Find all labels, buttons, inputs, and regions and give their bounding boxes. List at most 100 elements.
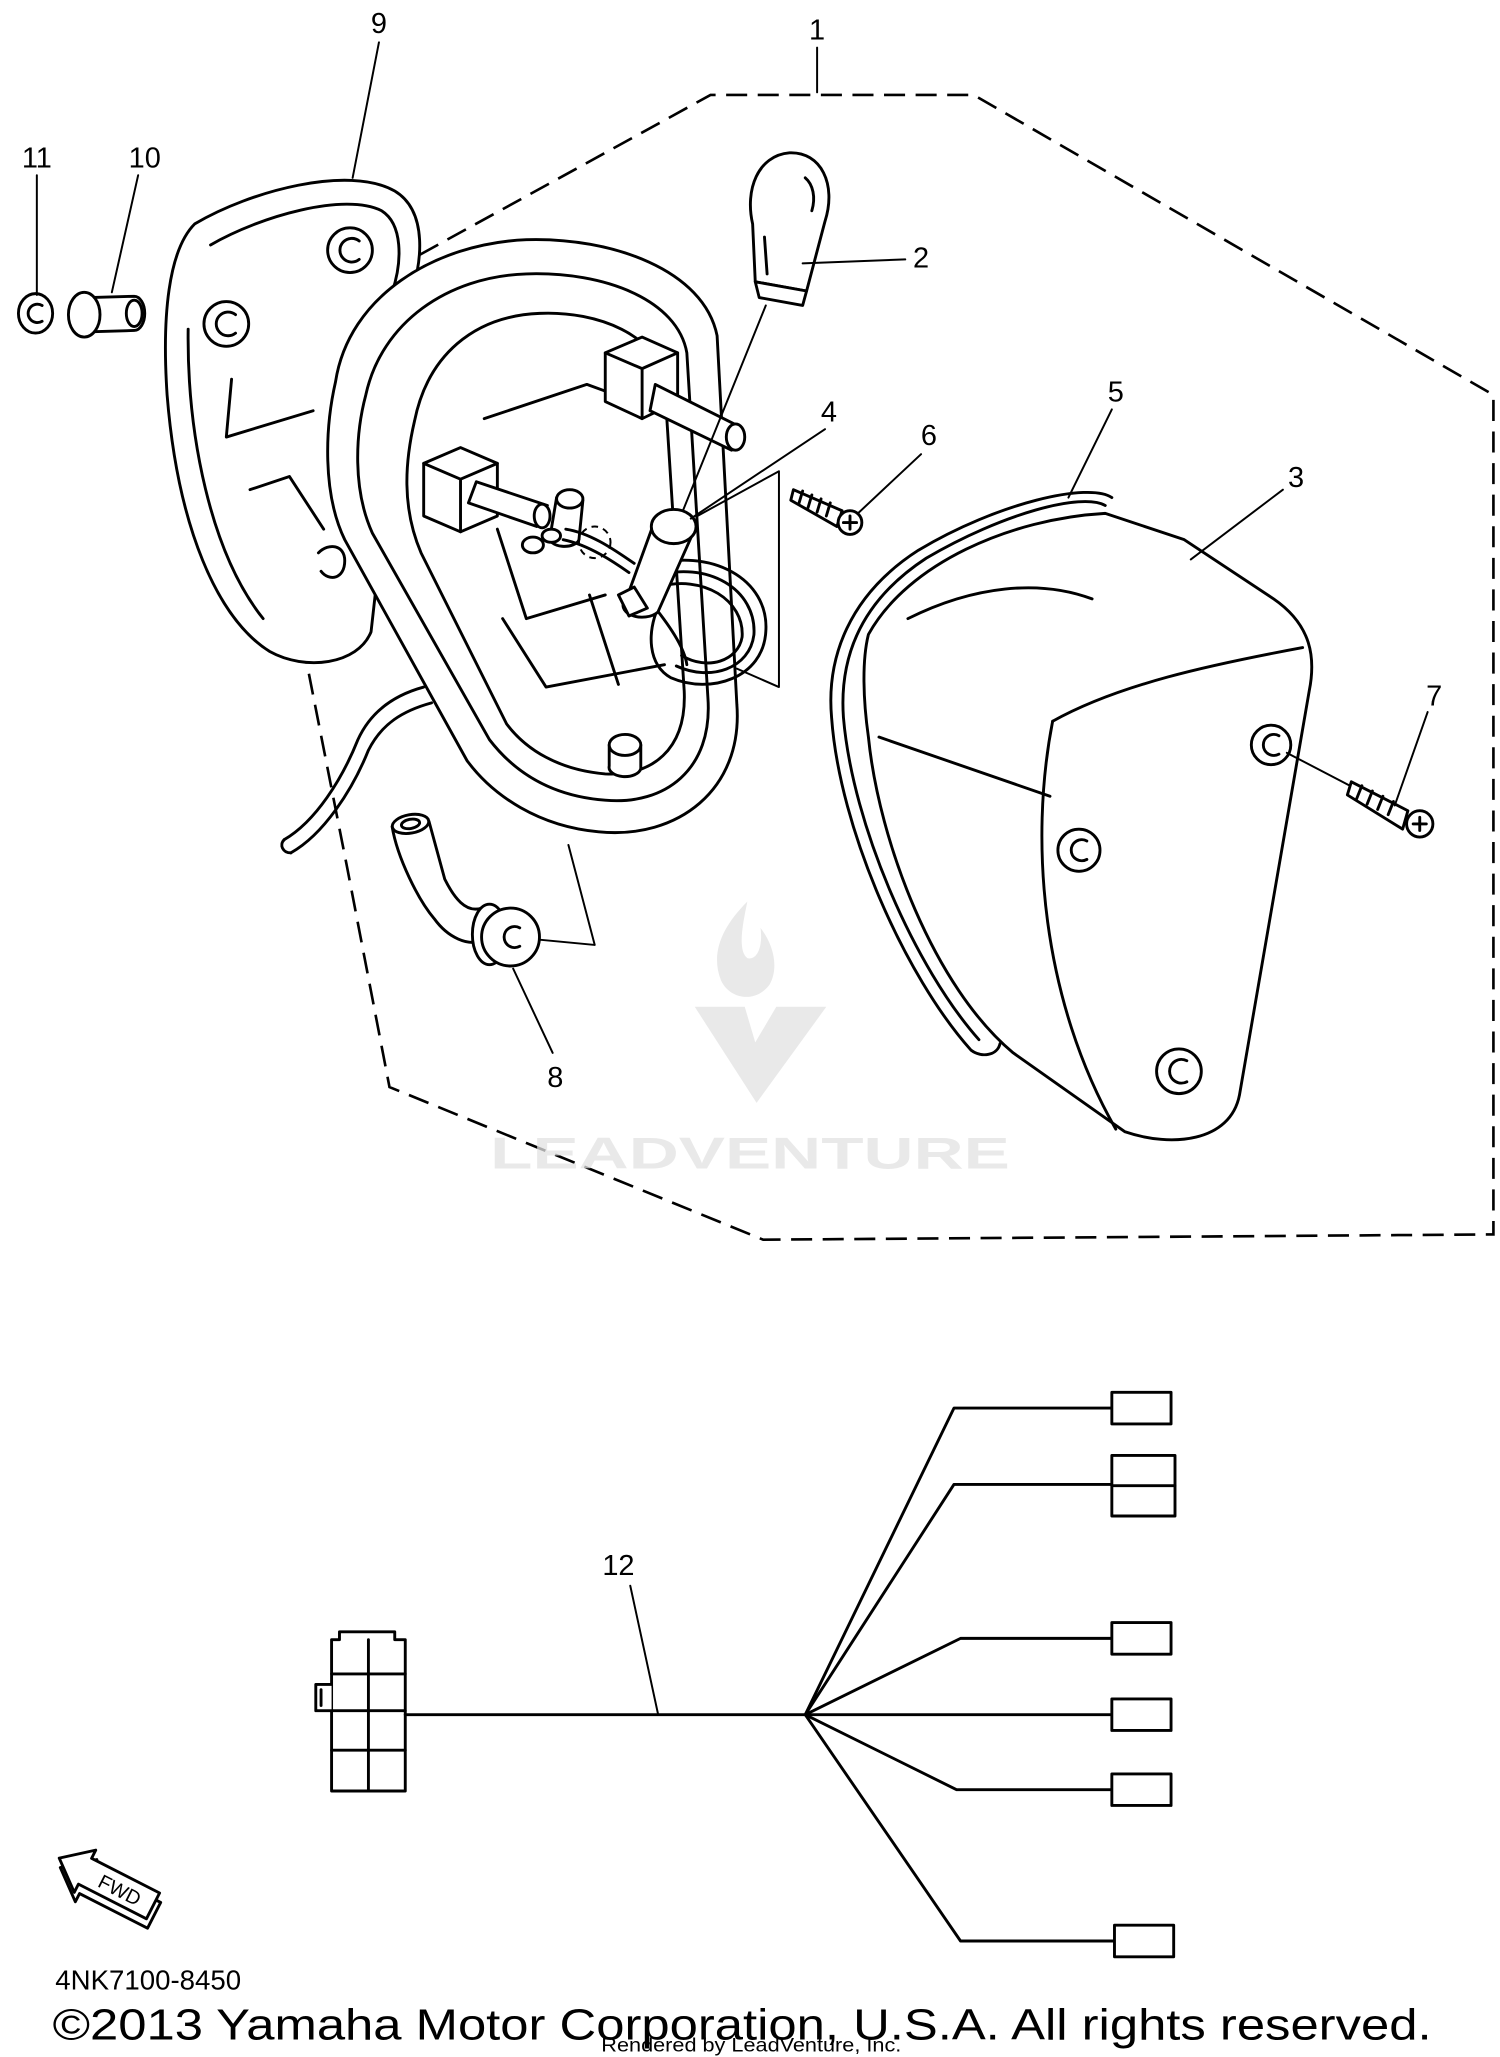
callout-7: 7 <box>1426 680 1442 712</box>
wire-tip <box>520 535 545 555</box>
callout-5: 5 <box>1108 377 1124 409</box>
wire-tip <box>540 527 562 544</box>
leader-line-4 <box>689 428 826 520</box>
housing-floor <box>405 311 686 776</box>
forward-arrow-body <box>57 1848 162 1921</box>
tube-end <box>390 812 431 835</box>
leader-line-8 <box>512 967 554 1054</box>
part-10-collar <box>66 290 147 339</box>
harness-branch <box>803 1636 1114 1717</box>
lens-screw-hole-inner <box>1069 838 1089 863</box>
part-6-screw <box>789 488 864 536</box>
part-5-gasket <box>829 490 1114 1057</box>
part-11-nut <box>16 292 55 335</box>
part-8-grommet-tube <box>390 812 596 968</box>
bulb-base <box>753 280 809 307</box>
housing-boss-bottom-top <box>607 732 643 757</box>
housing-bracket-left-edge <box>422 461 499 534</box>
screw-cross <box>1411 815 1428 832</box>
callout-2: 2 <box>913 242 929 274</box>
screw-shaft <box>789 488 844 528</box>
leader-line-5 <box>1067 408 1113 499</box>
grommet-connector-line <box>538 843 596 946</box>
housing-stud-left-end <box>532 502 552 530</box>
lens-screw-hole-inner <box>1261 732 1281 757</box>
part-12-wire-harness <box>314 1390 1177 1959</box>
socket-wire <box>656 582 744 665</box>
socket-wire <box>651 570 756 675</box>
base-plate-boss <box>326 226 374 275</box>
lens-screw-hole <box>1056 827 1102 873</box>
housing-frame <box>495 527 607 621</box>
harness-connector-latch <box>314 1682 334 1713</box>
grommet-head <box>480 906 541 968</box>
base-plate-cutout <box>224 377 315 439</box>
tube-body <box>390 819 486 944</box>
housing-frame <box>501 617 666 689</box>
housing-frame <box>588 593 620 686</box>
housing-stud-right-end <box>724 422 747 452</box>
lens-screw-hole <box>1155 1047 1203 1096</box>
gasket-outer <box>829 490 1114 1057</box>
lamp-cable <box>280 685 434 855</box>
screw-cross <box>841 514 859 531</box>
lens-top-line <box>906 586 1094 621</box>
harness-terminal <box>1110 1621 1173 1656</box>
gasket-inner <box>841 500 1107 1042</box>
harness-branch <box>803 1406 1114 1717</box>
part-2-bulb <box>681 151 831 512</box>
callout-10: 10 <box>129 142 161 174</box>
leader-line-12 <box>629 1584 659 1715</box>
harness-terminal <box>1110 1697 1173 1732</box>
diagram-part-number: 4NK7100-8450 <box>55 1965 241 1996</box>
leader-line-10 <box>110 174 140 294</box>
harness-branch <box>803 1482 1114 1717</box>
nut-hole <box>26 302 44 325</box>
lens-screw-hole-inner <box>1168 1057 1189 1085</box>
part-3-lens <box>862 511 1351 1142</box>
rendered-by-credit: Rendered by LeadVenture, Inc. <box>601 2035 901 2057</box>
base-plate-rim <box>209 202 401 294</box>
callout-11: 11 <box>22 142 52 174</box>
housing-hole <box>577 525 612 560</box>
screw-thread <box>1355 784 1395 817</box>
leader-line-2 <box>801 258 907 265</box>
callout-1: 1 <box>809 15 825 47</box>
watermark-text: LEADVENTURE <box>490 1130 1010 1179</box>
screw-shaft <box>1345 780 1410 831</box>
harness-terminal <box>1113 1923 1176 1959</box>
collar-head <box>66 290 102 339</box>
grommet-hole <box>502 925 522 950</box>
lens-side-line <box>877 735 1052 798</box>
callout-12: 12 <box>602 1550 634 1582</box>
base-plate-rim <box>186 327 265 621</box>
lens-face-edge <box>1051 646 1305 723</box>
base-plate-boss-hole <box>338 236 361 264</box>
harness-main-connector-grid <box>330 1638 407 1793</box>
callout-6: 6 <box>921 420 937 452</box>
leader-lines <box>35 41 1429 1715</box>
socket-tab <box>616 585 649 618</box>
callout-3: 3 <box>1288 462 1304 494</box>
screw-thread <box>797 489 832 518</box>
watermark: LEADVENTURE <box>490 901 1010 1179</box>
harness-branch <box>803 1713 1114 1792</box>
housing-bracket-right-edge <box>603 351 680 421</box>
harness-terminal <box>1110 1772 1173 1807</box>
cable-edge <box>282 685 426 842</box>
lens-screw-line <box>1285 751 1351 787</box>
part-4-socket-cord <box>561 470 780 689</box>
leader-line-7 <box>1393 711 1429 807</box>
socket-lead <box>564 527 636 565</box>
callout-8: 8 <box>547 1062 563 1094</box>
socket-wire <box>645 558 768 686</box>
collar-shaft <box>88 294 147 334</box>
lens-screw-hole <box>1249 723 1293 767</box>
socket-lead <box>561 538 631 575</box>
callout-9: 9 <box>371 8 387 40</box>
socket-top <box>649 507 698 546</box>
nut-body <box>16 292 55 335</box>
tube-bore <box>399 817 422 831</box>
assembly-outline <box>303 93 1495 1242</box>
